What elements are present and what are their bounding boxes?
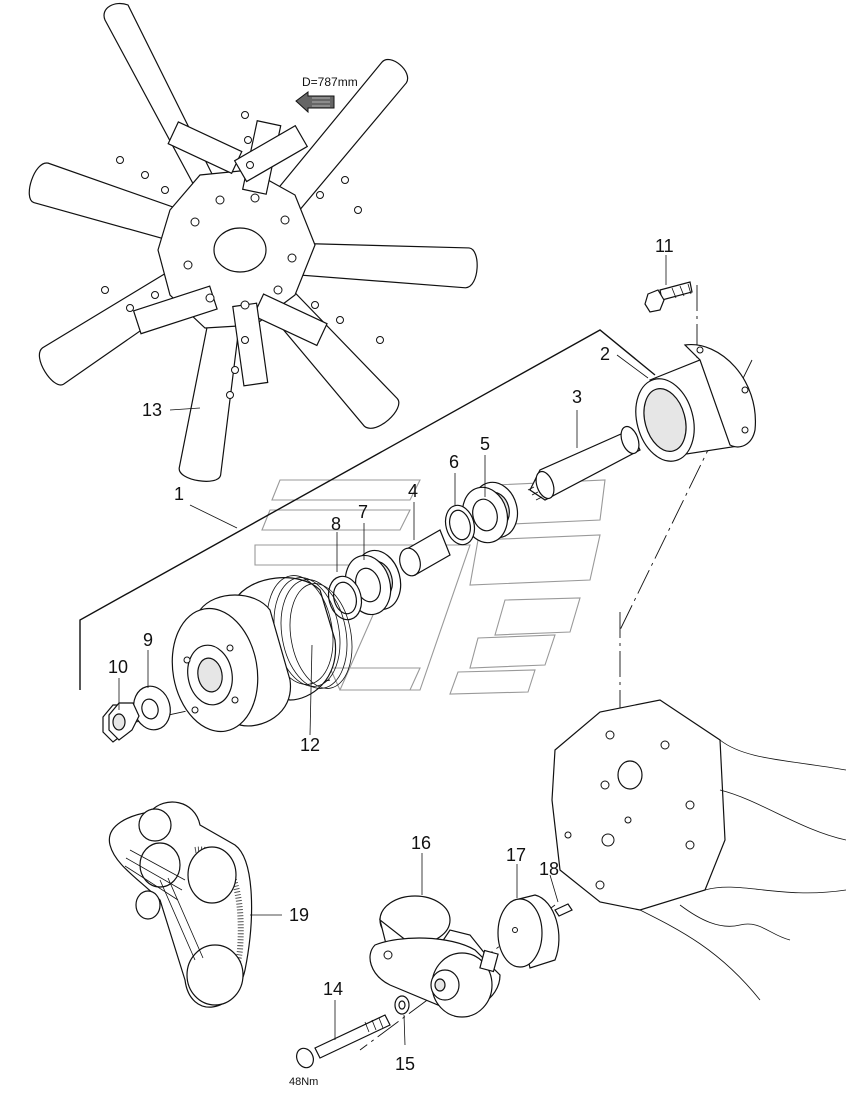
callout-5: 5 — [480, 434, 490, 454]
callout-3: 3 — [572, 387, 582, 407]
bearing-7 — [344, 549, 402, 616]
watermark-logo — [254, 479, 606, 695]
bolt-11 — [644, 281, 693, 313]
fan-diameter-label: D=787mm — [302, 75, 358, 89]
callout-17: 17 — [506, 845, 526, 865]
belt-tensioner — [369, 895, 501, 1018]
callout-8: 8 — [331, 514, 341, 534]
dowel-pin-18 — [554, 903, 573, 917]
bearing-housing — [635, 344, 756, 462]
callout-7: 7 — [358, 502, 368, 522]
fan-blade — [103, 2, 221, 233]
tensioner-bolt-14 — [296, 1014, 391, 1069]
poly-v-belt — [108, 801, 253, 1008]
fan-pulley — [171, 575, 353, 733]
circlip-6 — [444, 504, 476, 546]
callout-6: 6 — [449, 452, 459, 472]
washer-15 — [394, 995, 410, 1015]
callout-19: 19 — [289, 905, 309, 925]
callout-16: 16 — [411, 833, 431, 853]
callout-10: 10 — [108, 657, 128, 677]
callout-2: 2 — [600, 344, 610, 364]
callout-leader-lines — [118, 255, 667, 1046]
callout-1: 1 — [174, 484, 184, 504]
washer-9 — [133, 685, 171, 731]
callout-9: 9 — [143, 630, 153, 650]
shaft — [527, 425, 641, 501]
idler-roller-17 — [497, 894, 560, 969]
airflow-arrow-icon — [295, 91, 335, 114]
callout-4: 4 — [408, 481, 418, 501]
callout-11: 11 — [655, 236, 674, 256]
engine-timing-cover — [551, 699, 846, 1001]
callout-12: 12 — [300, 735, 320, 755]
spacer-4 — [399, 529, 451, 577]
callout-labels: 1 2 3 4 5 6 7 8 9 10 11 12 13 14 15 16 1… — [108, 236, 674, 1074]
callout-14: 14 — [323, 979, 343, 999]
fan-center-bore — [213, 227, 267, 273]
assembly-bracket-1 — [79, 329, 656, 690]
circlip-8 — [327, 575, 363, 621]
fan-blade-assembly — [28, 2, 478, 482]
callout-15: 15 — [395, 1054, 415, 1074]
callout-18: 18 — [539, 859, 559, 879]
nut-10 — [102, 702, 140, 743]
torque-spec-label: 48Nm — [289, 1076, 318, 1088]
callout-13: 13 — [142, 400, 162, 420]
